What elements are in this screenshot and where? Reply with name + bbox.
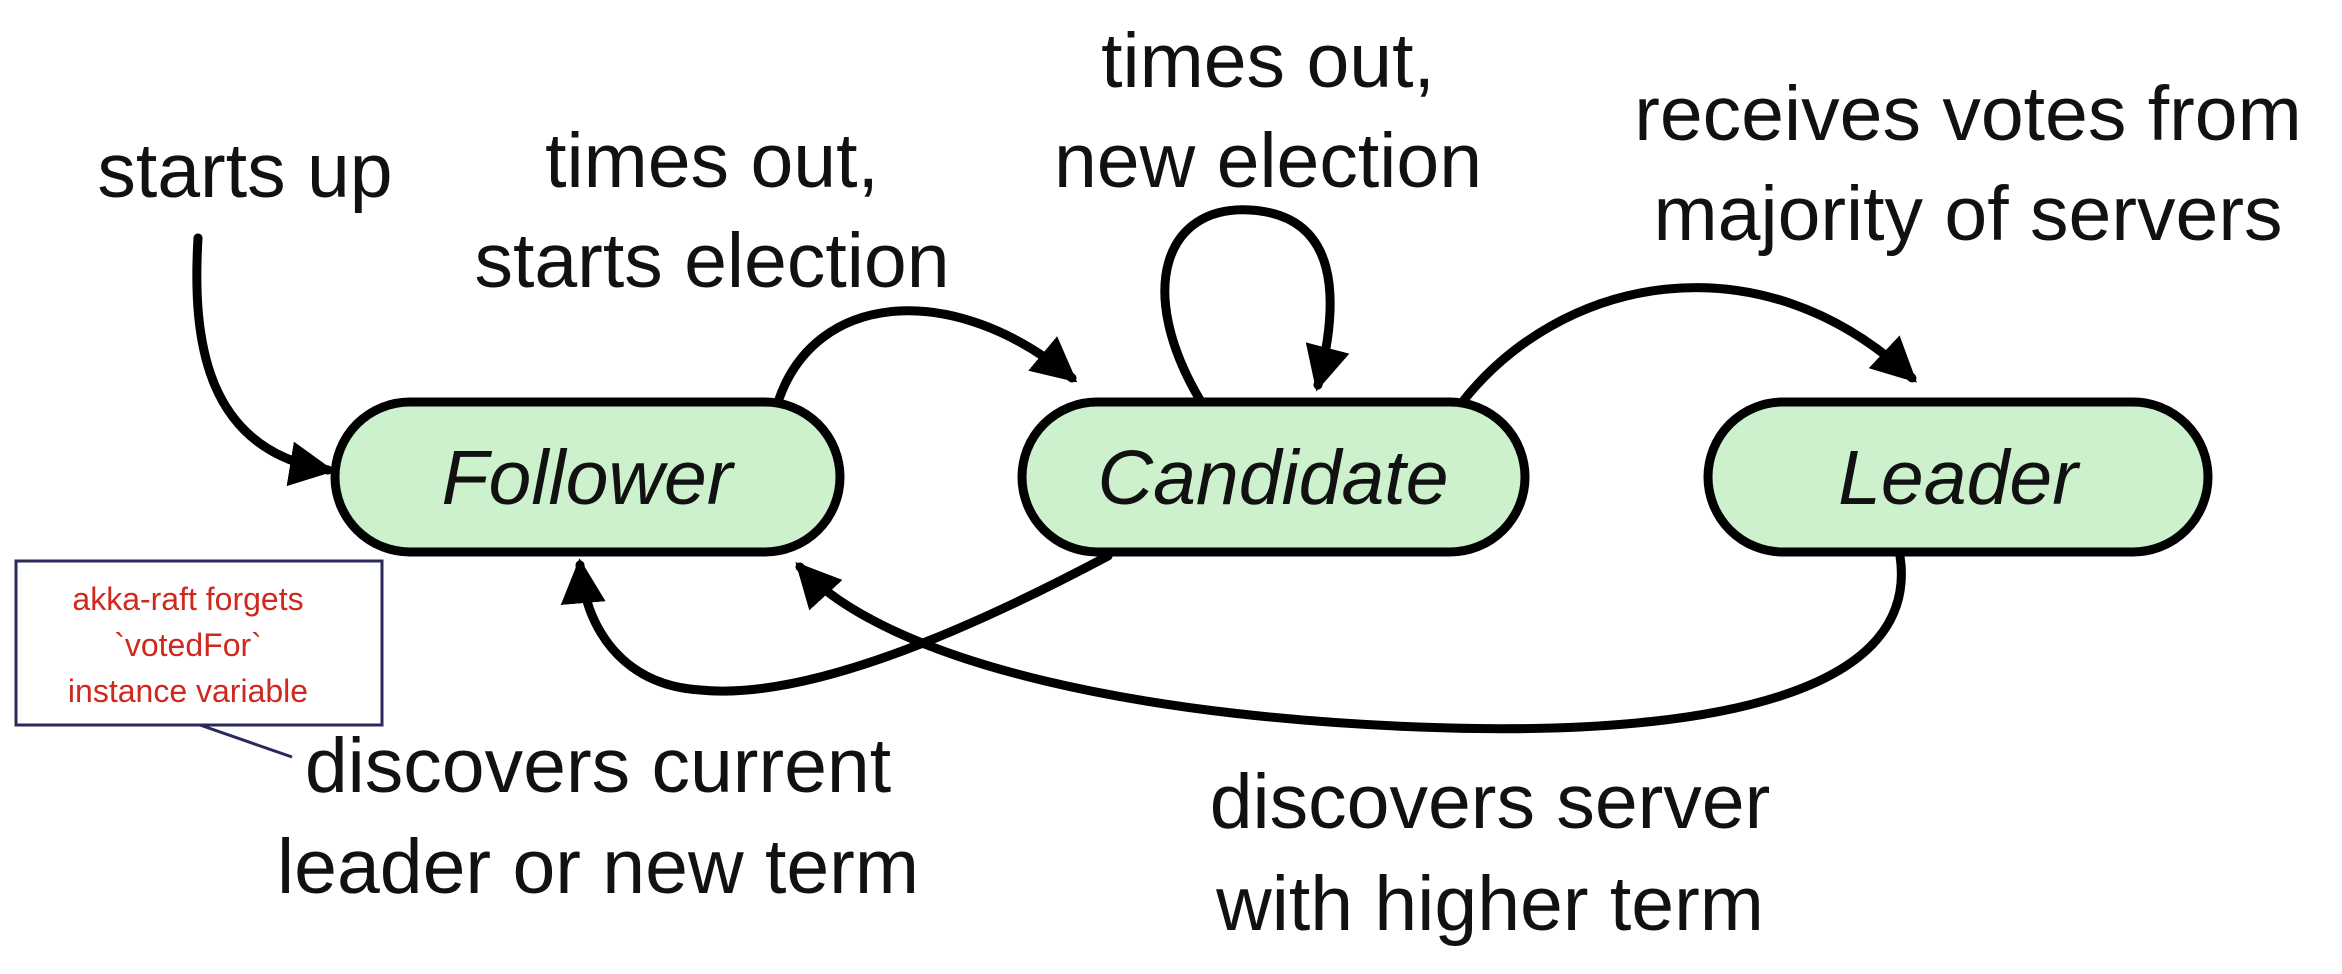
state-leader-shape — [1703, 397, 2213, 557]
annotation-pointer-line — [199, 723, 293, 759]
label-starts-up: starts up — [97, 128, 392, 214]
label-discovers-current-leader-line2: leader or new term — [277, 824, 919, 910]
label-receives-votes-line1: receives votes from — [1634, 71, 2302, 157]
annotation-note: akka-raft forgets `votedFor` instance va… — [14, 559, 384, 759]
label-times-out-starts-election-line2: starts election — [474, 218, 949, 304]
annotation-box — [14, 559, 384, 727]
label-discovers-current-leader-line1: discovers current — [305, 723, 891, 809]
leader-to-follower-arrow — [795, 551, 1906, 734]
candidate-to-follower-arrow — [560, 551, 1113, 696]
state-follower-label: Follower — [442, 435, 736, 521]
annotation-line-3: instance variable — [68, 673, 308, 709]
annotation-line-2: `votedFor` — [114, 627, 262, 663]
candidate-self-loop-arrow — [1160, 205, 1350, 405]
label-times-out-new-election-line1: times out, — [1101, 18, 1435, 104]
annotation-line-1: akka-raft forgets — [72, 581, 303, 617]
label-times-out-starts-election-line1: times out, — [545, 118, 879, 204]
starts-up-arrow — [192, 233, 335, 487]
state-leader-label: Leader — [1838, 435, 2081, 521]
label-times-out-new-election-line2: new election — [1054, 118, 1482, 204]
label-discovers-server-line2: with higher term — [1215, 861, 1764, 947]
state-follower-shape — [330, 397, 845, 557]
candidate-to-leader-arrow — [1455, 283, 1917, 410]
state-candidate-label: Candidate — [1097, 435, 1448, 521]
label-receives-votes-line2: majority of servers — [1654, 171, 2283, 257]
state-candidate-shape — [1017, 397, 1530, 557]
follower-to-candidate-arrow — [773, 306, 1078, 407]
state-candidate: Candidate — [1017, 397, 1530, 557]
label-discovers-server-line1: discovers server — [1210, 759, 1771, 845]
state-leader: Leader — [1703, 397, 2213, 557]
state-follower: Follower — [330, 397, 845, 557]
